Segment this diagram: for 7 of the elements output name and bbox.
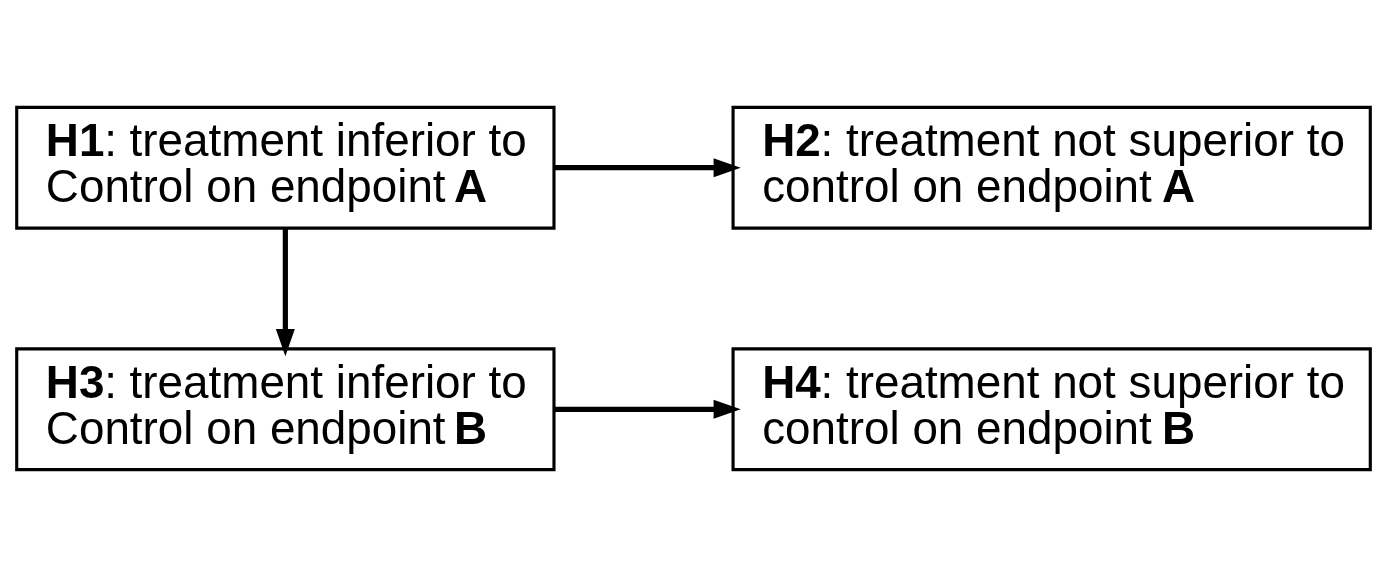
arrow [554,157,741,177]
arrow [275,228,295,356]
arrow [554,399,741,419]
node-box: H2: treatment not superior to control on endpoint A [731,105,1372,230]
node-box: H4: treatment not superior to control on endpoint B [731,346,1372,471]
node-box: H1: treatment inferior to Control on endpoint A [15,105,556,230]
node-box: H3: treatment inferior to Control on endpoint B [15,346,556,471]
